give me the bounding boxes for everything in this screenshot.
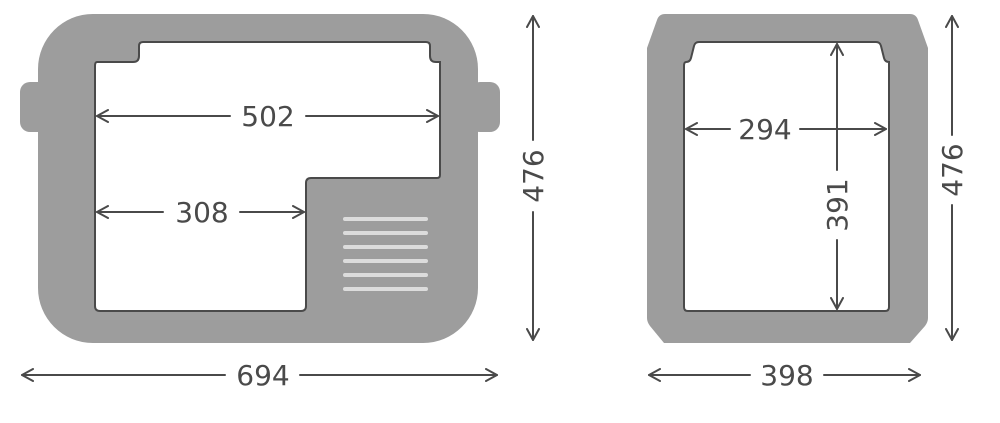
dimension-inner-top-width: 502 bbox=[96, 100, 439, 133]
dimension-inner-bottom-width: 308 bbox=[96, 196, 305, 229]
dimension-outer-width: 694 bbox=[21, 359, 498, 392]
dimension-side-outer-width: 398 bbox=[648, 359, 921, 392]
label-side-outer-width: 398 bbox=[760, 359, 813, 392]
label-outer-width: 694 bbox=[236, 359, 289, 392]
dimension-side-inner-width: 294 bbox=[685, 113, 887, 146]
dimension-side-inner-height: 391 bbox=[821, 43, 854, 310]
dimension-side-outer-height: 476 bbox=[936, 15, 969, 341]
label-inner-bottom-width: 308 bbox=[175, 196, 228, 229]
label-side-inner-height: 391 bbox=[821, 178, 854, 231]
side-view: 294 391 398 476 bbox=[647, 14, 969, 392]
label-inner-top-width: 502 bbox=[241, 100, 294, 133]
vent-grille bbox=[343, 217, 428, 291]
label-outer-height: 476 bbox=[517, 149, 550, 202]
front-cavity bbox=[94, 41, 441, 312]
label-side-inner-width: 294 bbox=[738, 113, 791, 146]
dimension-outer-height: 476 bbox=[517, 15, 550, 341]
front-view: 502 308 694 476 bbox=[20, 14, 550, 392]
label-side-outer-height: 476 bbox=[936, 143, 969, 196]
side-cavity bbox=[683, 41, 890, 312]
